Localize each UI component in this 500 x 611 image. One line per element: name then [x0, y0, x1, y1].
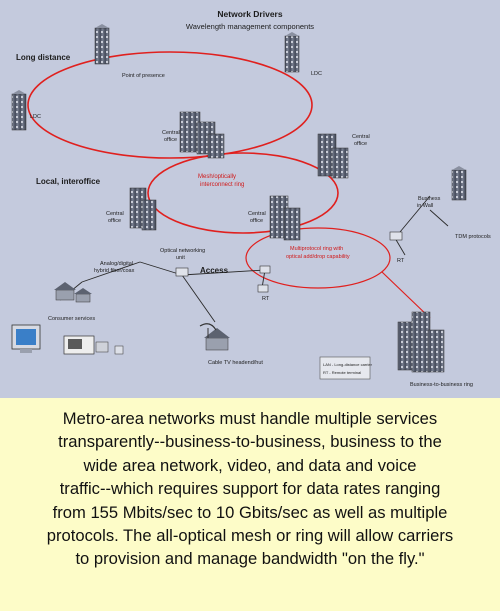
central-office-4-label: Central — [248, 211, 266, 217]
telephone-icon — [63, 335, 95, 355]
business-in-wall-label-2: in Wall — [417, 203, 433, 209]
central-office-building-4 — [269, 195, 301, 241]
cable-tv-label: Cable TV headend/hut — [208, 360, 263, 366]
caption-line-5: from 155 Mbits/sec to 10 Gbits/sec as we… — [52, 502, 448, 522]
diagram-subtitle: Wavelength management components — [186, 22, 314, 31]
business-in-wall-label: Business — [418, 196, 441, 202]
cube-icon — [114, 345, 124, 355]
ldc-building-top — [94, 24, 110, 65]
central-office-4-label-2: office — [250, 218, 263, 224]
rt-node-right — [389, 231, 403, 241]
house-icon-1 — [54, 282, 76, 301]
mesh-interconnect-ring — [147, 152, 339, 234]
house-icon-2 — [74, 288, 92, 303]
central-office-building-2 — [317, 133, 349, 179]
optical-networking-unit-label-2: unit — [176, 255, 185, 261]
computer-monitor-icon — [11, 324, 41, 353]
central-office-2-label: Central — [352, 134, 370, 140]
mesh-ring-label-2: interconnect ring — [200, 182, 244, 188]
caption-line-3: wide area network, video, and data and v… — [83, 455, 417, 475]
ldc-right-label: LDC — [311, 71, 322, 77]
ldc-left-label: LDC — [30, 114, 41, 120]
rt-center-label: RT — [262, 296, 270, 302]
caption-line-6: protocols. The all-optical mesh or ring … — [46, 526, 454, 546]
access-links — [59, 195, 449, 323]
ldc-building-left — [11, 90, 27, 131]
analog-digital-label-2: hybrid fiber/coax — [94, 268, 135, 274]
legend-line-2: RT - Remote terminal — [323, 370, 361, 375]
rt-node-mid — [259, 265, 271, 274]
caption-line-1: Metro-area networks must handle multiple… — [62, 409, 438, 428]
point-of-presence-label: Point of presence — [122, 73, 165, 79]
business-ring-link — [381, 271, 431, 319]
legend-box — [319, 356, 371, 380]
multiprotocol-ring-label: Multiprotocol ring with — [290, 246, 343, 252]
diagram-title: Network Drivers — [217, 9, 282, 19]
figure-caption: Metro-area networks must handle multiple… — [0, 398, 500, 611]
business-in-wall-building — [451, 166, 467, 201]
business-ring-buildings — [397, 311, 445, 373]
rt-right-label: RT — [397, 258, 405, 264]
legend-line-1: LAN - Long-distance carrier — [323, 362, 373, 367]
tv-icon — [95, 341, 109, 353]
caption-line-2: transparently--business-to-business, bus… — [58, 432, 442, 452]
access-label: Access — [200, 266, 229, 275]
central-office-3-label-2: office — [108, 218, 121, 224]
network-diagram: Network Drivers Wavelength management co… — [0, 0, 500, 398]
mesh-ring-label: Mesh/optically — [198, 174, 236, 180]
consumer-services-label: Consumer services — [48, 316, 95, 322]
central-office-building-1 — [179, 111, 225, 159]
caption-line-4: traffic--which requires support for data… — [59, 479, 441, 499]
optical-networking-unit-label: Optical networking — [160, 248, 205, 254]
satellite-dish-icon — [199, 323, 217, 338]
central-office-1-label-2: office — [164, 137, 177, 143]
ldc-building-right — [284, 32, 300, 73]
long-distance-ring — [27, 51, 313, 159]
rt-node-center — [257, 284, 269, 293]
long-distance-label: Long distance — [16, 53, 71, 62]
business-ring-label: Business-to-business ring — [410, 382, 473, 388]
central-office-1-label: Central — [162, 130, 180, 136]
central-office-building-3 — [129, 187, 157, 231]
multiprotocol-ring-label-2: optical add/drop capability — [286, 254, 350, 260]
central-office-2-label-2: office — [354, 141, 367, 147]
caption-line-7: to provision and manage bandwidth "on th… — [75, 549, 425, 569]
tdm-protocols-label: TDM protocols — [455, 234, 491, 240]
optical-networking-unit-node — [175, 267, 189, 277]
local-interoffice-label: Local, interoffice — [36, 177, 101, 186]
house-icon-3 — [204, 328, 230, 351]
analog-digital-label: Analog/digital — [100, 261, 133, 267]
central-office-3-label: Central — [106, 211, 124, 217]
diagram-canvas: Network Drivers Wavelength management co… — [11, 9, 491, 388]
multiprotocol-ring — [245, 227, 391, 289]
